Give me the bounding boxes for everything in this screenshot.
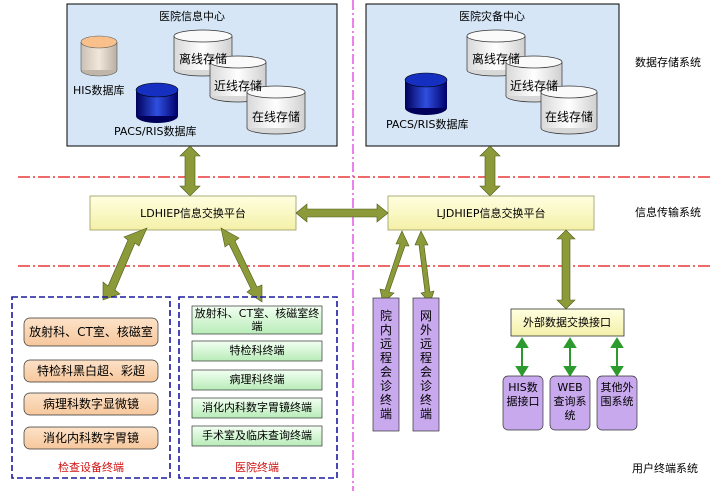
- hospital-center-title: 医院信息中心: [159, 10, 225, 23]
- exam-item-4-label: 消化内科数字胃镜: [42, 431, 140, 445]
- inner-remote-terminal-box: [372, 297, 400, 432]
- ldhiep-platform-label: LDHIEP信息交换平台: [140, 207, 246, 220]
- ljdhiep-platform-label: LJDHIEP信息交换平台: [436, 207, 546, 220]
- ljdhiep-platform-box: [387, 195, 595, 231]
- offline-storage-right-label: 离线存储: [471, 52, 521, 66]
- hospital-item-3: [191, 369, 323, 391]
- web-query-box: [549, 375, 591, 431]
- pacs-database-icon: [135, 82, 179, 123]
- his-database-icon: [80, 35, 118, 77]
- hospital-terminal-group-title: 医院终端: [235, 461, 279, 474]
- offline-storage-right-icon: [466, 29, 526, 77]
- arrow-between-platforms: [295, 203, 389, 223]
- offline-storage-left-label: 离线存储: [178, 52, 228, 66]
- exam-item-4: [23, 426, 159, 450]
- exam-terminal-group-title: 检查设备终端: [58, 461, 124, 474]
- online-storage-left-label: 在线存储: [251, 110, 301, 124]
- arrow-external-to-other: [610, 337, 624, 377]
- hospital-item-1: [191, 305, 323, 335]
- arrow-ljdhiep-to-outer-remote: [414, 230, 435, 304]
- his-database-label: HIS数据库: [73, 84, 125, 97]
- exam-item-1: [23, 317, 159, 347]
- hospital-item-4: [191, 397, 323, 419]
- other-systems-box: [596, 375, 638, 431]
- region-label-data-storage: 数据存储系统: [635, 56, 701, 69]
- his-interface-box: [502, 375, 544, 431]
- other-systems-label: 其他外围系统: [600, 381, 634, 408]
- hospital-item-1-label: 放射科、CT室、核磁室终端: [194, 307, 320, 333]
- arrow-ljdhiep-to-external: [556, 229, 576, 310]
- external-interface-box: [510, 308, 625, 337]
- region-label-info-transfer: 信息传输系统: [635, 206, 701, 219]
- arrow-external-to-his: [515, 337, 529, 377]
- hospital-item-5: [191, 425, 323, 447]
- nearline-storage-right-label: 近线存储: [509, 79, 559, 93]
- arrow-ldhiep-to-exam: [102, 227, 148, 301]
- arrow-storage-to-ljdhiep: [479, 145, 501, 197]
- pacs-database-right-label: PACS/RIS数据库: [386, 118, 469, 131]
- disaster-center-title: 医院灾备中心: [459, 10, 525, 23]
- hospital-item-2: [191, 340, 323, 362]
- exam-item-3-label: 病理科数字显微镜: [42, 397, 140, 411]
- external-interface-label: 外部数据交换接口: [523, 316, 611, 329]
- online-storage-right-label: 在线存储: [544, 110, 594, 124]
- pacs-database-right-icon: [404, 72, 448, 115]
- exam-item-3: [23, 392, 159, 416]
- arrow-ljdhiep-to-inner-remote: [379, 230, 410, 304]
- hospital-terminal-group: [178, 296, 338, 479]
- online-storage-right-icon: [540, 85, 598, 135]
- nearline-storage-left-label: 近线存储: [213, 79, 263, 93]
- exam-terminal-group: [11, 296, 171, 479]
- hospital-item-4-label: 消化内科数字胃镜终端: [202, 401, 312, 414]
- hospital-item-2-label: 特检科终端: [229, 344, 285, 357]
- arrow-ldhiep-to-hospital: [220, 227, 263, 303]
- his-interface-label: HIS数据接口: [506, 381, 540, 408]
- web-query-label: WEB查询系统: [553, 381, 587, 422]
- arrow-storage-to-ldhiep: [179, 145, 201, 197]
- pacs-database-label: PACS/RIS数据库: [114, 125, 197, 138]
- exam-item-1-label: 放射科、CT室、核磁室: [29, 325, 153, 339]
- hospital-item-3-label: 病理科终端: [229, 373, 285, 386]
- ldhiep-platform-box: [89, 195, 297, 231]
- hospital-item-5-label: 手术室及临床查询终端: [202, 429, 312, 442]
- inner-remote-terminal-label: 院内远程会诊终端: [379, 309, 392, 421]
- outer-remote-terminal-label: 网外远程会诊终端: [419, 309, 432, 421]
- arrow-external-to-web: [563, 337, 577, 377]
- exam-item-2-label: 特检科黑白超、彩超: [36, 364, 146, 378]
- online-storage-left-icon: [246, 85, 306, 135]
- exam-item-2: [23, 359, 159, 383]
- region-label-user-terminal: 用户终端系统: [632, 462, 698, 475]
- outer-remote-terminal-box: [412, 297, 440, 432]
